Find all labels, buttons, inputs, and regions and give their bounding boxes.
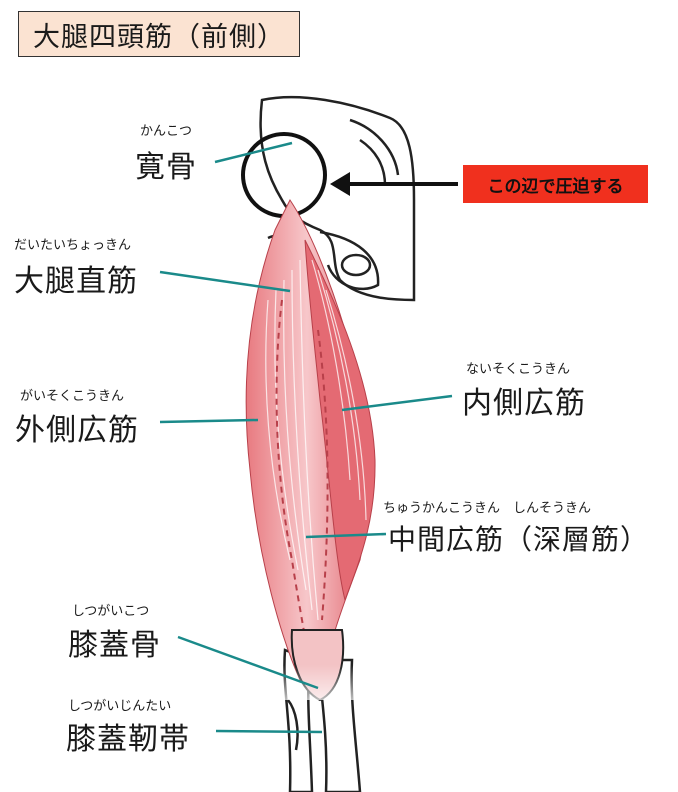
vastus-lateralis-ruby: がいそくこうきん <box>20 389 125 404</box>
compress-here-callout: この辺で圧迫する <box>463 165 648 203</box>
patella-label: 膝蓋骨 <box>68 628 161 663</box>
vastus-intermedius-ruby: ちゅうかんこうきん しんそうきん <box>383 501 592 516</box>
rectus-femoris-ruby: だいたいちょっきん <box>14 238 132 253</box>
vastus-medialis-label: 内側広筋 <box>462 386 586 421</box>
rectus-femoris-label: 大腿直筋 <box>14 264 138 299</box>
vastus-intermedius-label: 中間広筋（深層筋） <box>388 523 650 556</box>
callout-text: この辺で圧迫する <box>487 176 624 197</box>
arrow-left-icon <box>330 172 458 196</box>
ilium-ruby: かんこつ <box>140 124 193 139</box>
leader-lines <box>159 141 453 734</box>
patellar-ligament-ruby: しつがいじんたい <box>68 699 172 714</box>
title-text: 大腿四頭筋（前側） <box>33 21 285 53</box>
patella-ruby: しつがいこつ <box>72 604 150 619</box>
pelvis-bone <box>259 95 416 302</box>
page-title: 大腿四頭筋（前側） <box>18 11 300 57</box>
ilium-label: 寛骨 <box>135 150 197 185</box>
vastus-lateralis-label: 外側広筋 <box>15 413 139 448</box>
quadriceps-muscle <box>240 199 390 702</box>
patellar-ligament-label: 膝蓋靭帯 <box>66 722 190 757</box>
vastus-medialis-ruby: ないそくこうきん <box>466 362 571 377</box>
